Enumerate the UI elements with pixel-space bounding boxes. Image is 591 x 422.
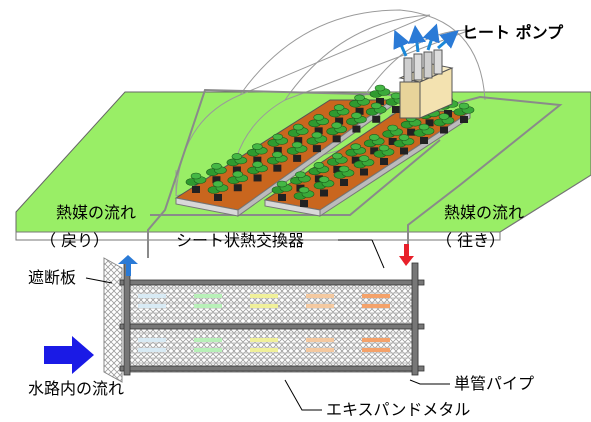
heat-band [362, 304, 390, 308]
plant [365, 102, 387, 123]
plant [326, 122, 347, 143]
plant [206, 162, 227, 184]
plant [369, 84, 391, 105]
heat-band [250, 304, 278, 308]
heat-band [306, 304, 334, 308]
heat-band [194, 294, 222, 298]
heat-band [194, 304, 222, 308]
heat-band [138, 348, 166, 352]
label-return-note: （ 戻り） [40, 231, 109, 250]
heat-band [306, 348, 334, 352]
plant [185, 172, 207, 193]
plant [328, 104, 350, 125]
plant-rows [185, 84, 475, 207]
plant [353, 155, 375, 176]
heat-band [362, 338, 390, 342]
heat-band [362, 348, 390, 352]
label-return-flow: 熱媒の流れ [56, 203, 136, 222]
heat-band [138, 304, 166, 308]
pipe-loop [147, 88, 563, 258]
plant [226, 153, 248, 174]
heat-band [138, 338, 166, 342]
label-expanded-metal: エキスパンドメタル [326, 400, 470, 419]
label-heat-pump: ヒート ポンプ [462, 23, 564, 42]
heat-pump-exhaust-arrows [393, 23, 459, 57]
plant [433, 113, 455, 134]
plant [247, 143, 268, 164]
plant [413, 123, 435, 144]
plant [293, 186, 315, 207]
heat-band [362, 294, 390, 298]
plant [207, 180, 229, 201]
plant [373, 144, 395, 165]
plant [346, 112, 367, 133]
plant [306, 131, 328, 153]
label-supply-note: （ 往き） [436, 231, 505, 250]
leader-lines [85, 239, 450, 411]
heat-band [194, 348, 222, 352]
plant [349, 94, 370, 115]
plant [267, 133, 289, 154]
plant [286, 141, 308, 162]
plant [333, 165, 355, 186]
plant [363, 134, 385, 155]
label-shield-plate: 遮断板 [28, 268, 76, 287]
heat-band [194, 338, 222, 342]
plant [327, 152, 348, 173]
plant [453, 102, 475, 123]
field-edge [15, 231, 501, 241]
channel-walls [103, 257, 123, 383]
label-channel-flow: 水路内の流れ [28, 379, 124, 398]
plant [393, 134, 415, 155]
plant [287, 123, 309, 145]
plant [247, 161, 268, 182]
plant [227, 170, 249, 192]
heat-pump-unit [398, 49, 454, 119]
heat-gradient-bands [138, 294, 390, 352]
return-arrow [118, 255, 138, 276]
heat-band [306, 294, 334, 298]
label-single-pipe: 単管パイプ [454, 374, 534, 393]
heat-band [306, 338, 334, 342]
plant [345, 143, 367, 164]
plant [313, 176, 335, 197]
heat-band [250, 348, 278, 352]
plant [271, 180, 293, 201]
plant [382, 124, 403, 145]
heat-band [250, 338, 278, 342]
plant [267, 151, 288, 172]
label-sheet-exchanger: シート状熱交換器 [176, 231, 304, 250]
channel-flow-arrow [44, 336, 94, 374]
heat-band [138, 294, 166, 298]
label-supply-flow: 熱媒の流れ [444, 203, 524, 222]
plant [308, 114, 329, 135]
supply-arrow [399, 244, 414, 266]
heat-band [250, 294, 278, 298]
